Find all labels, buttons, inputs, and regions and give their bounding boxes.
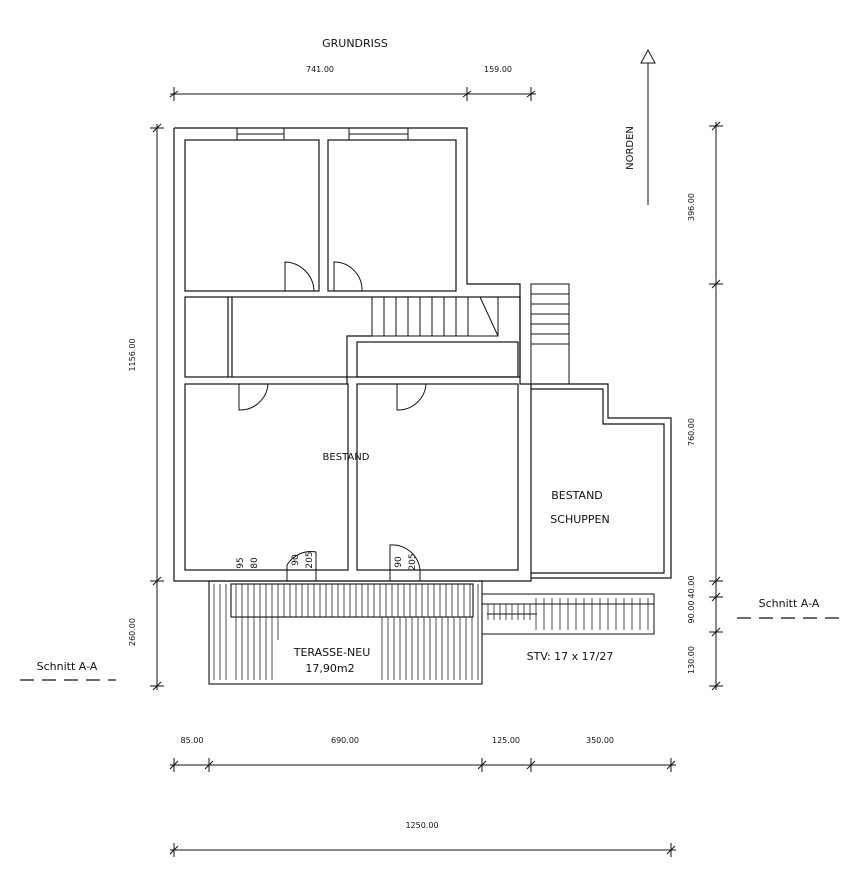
dim-left-260: 260.00 [128, 618, 137, 646]
room-label-bestand: BESTAND [323, 452, 370, 463]
dim-right-396: 396.00 [687, 193, 696, 221]
staircase-internal [371, 296, 499, 337]
external-stairs-treads [487, 598, 649, 630]
terrace-label-1: TERASSE-NEU [293, 646, 371, 659]
dim-right-90: 90.00 [687, 601, 696, 624]
door-dim-90-b: 90 [394, 556, 404, 568]
section-label-left: Schnitt A-A [37, 660, 98, 673]
dimension-bottom [169, 758, 676, 772]
terrace-label-box [280, 640, 380, 678]
north-arrow-icon [640, 48, 656, 205]
room-label-bestand-schuppen-1: BESTAND [551, 489, 603, 502]
dim-right-760: 760.00 [687, 418, 696, 446]
room-label-bestand-schuppen-2: SCHUPPEN [550, 513, 609, 526]
dim-bottom-125: 125.00 [492, 736, 520, 745]
dim-bottom-690: 690.00 [331, 736, 359, 745]
dim-top-159: 159.00 [484, 65, 512, 74]
dim-bottom-85: 85.00 [181, 736, 204, 745]
door-dim-205-b: 205 [408, 553, 418, 570]
door-dim-80: 80 [250, 557, 260, 569]
north-label: NORDEN [625, 126, 636, 170]
dimension-right [709, 121, 723, 691]
dim-total-1250: 1250.00 [405, 821, 438, 830]
dim-right-40: 40.00 [687, 576, 696, 599]
door-dim-90-a: 90 [291, 554, 301, 566]
windows [236, 127, 409, 141]
dim-right-130: 130.00 [687, 646, 696, 674]
doors [238, 261, 427, 581]
dim-bottom-350: 350.00 [586, 736, 614, 745]
door-dim-205-a: 205 [305, 551, 315, 568]
section-label-right: Schnitt A-A [759, 597, 820, 610]
stairs-note: STV: 17 x 17/27 [527, 650, 614, 663]
plan-title: GRUNDRISS [322, 37, 388, 50]
terrace-hatching [213, 584, 479, 680]
dim-top-741: 741.00 [306, 65, 334, 74]
dimension-top [169, 87, 536, 101]
staircase-external-right [530, 283, 570, 385]
dimension-total [169, 843, 676, 857]
door-dim-95: 95 [236, 557, 246, 568]
dim-left-1156: 1156.00 [128, 338, 137, 371]
terrace-label-2: 17,90m2 [305, 662, 354, 675]
dimension-left [150, 123, 164, 691]
